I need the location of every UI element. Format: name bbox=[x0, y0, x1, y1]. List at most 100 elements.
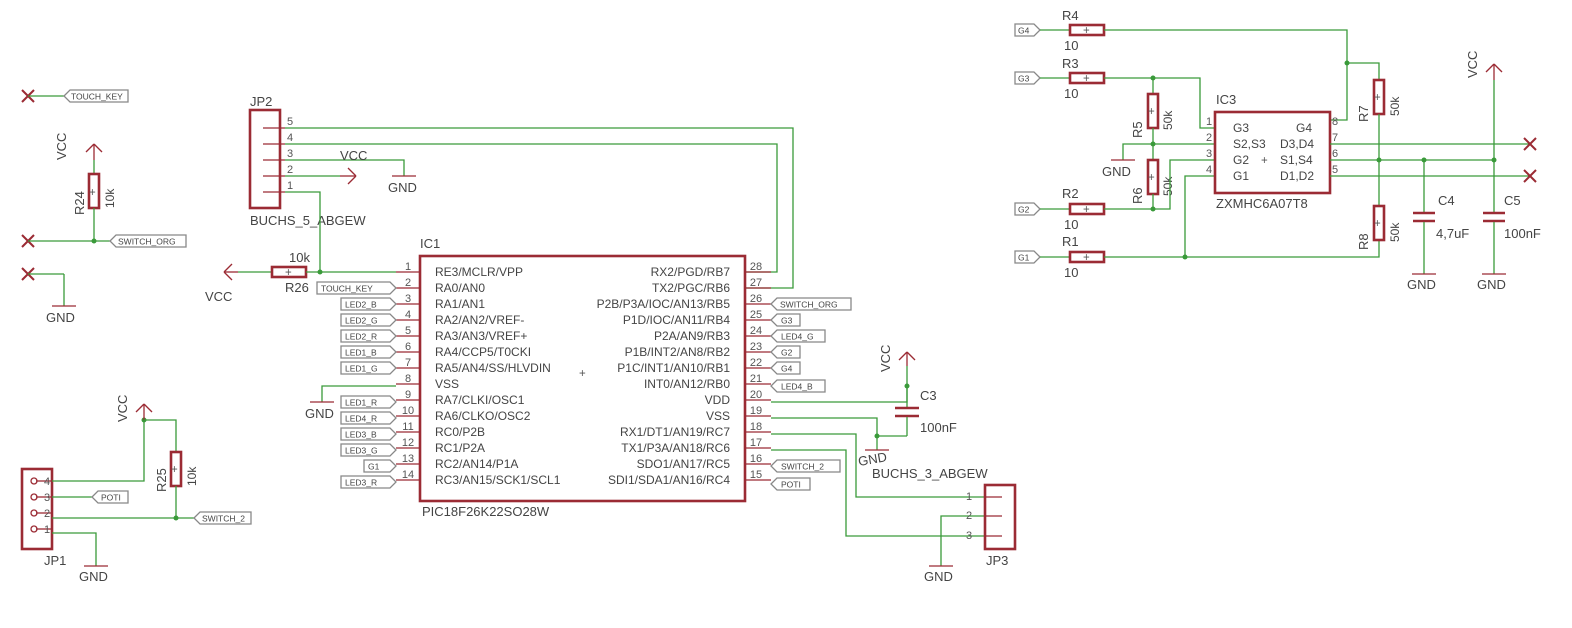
svg-text:5: 5 bbox=[1332, 164, 1338, 176]
svg-text:+: + bbox=[1374, 92, 1381, 104]
svg-text:C5: C5 bbox=[1504, 193, 1521, 208]
svg-text:POTI: POTI bbox=[781, 480, 801, 490]
ic1-pin-name: P2B/P3A/IOC/AN13/RB5 bbox=[597, 297, 731, 311]
ic1-part: PIC18F26K22SO28W bbox=[422, 504, 550, 519]
svg-text:TOUCH_KEY: TOUCH_KEY bbox=[321, 284, 373, 294]
svg-text:LED3_G: LED3_G bbox=[345, 446, 378, 456]
ic1-pin-name: RA5/AN4/SS/HLVDIN bbox=[435, 361, 551, 375]
svg-text:G2: G2 bbox=[1018, 205, 1030, 215]
svg-text:GND: GND bbox=[388, 180, 417, 195]
svg-text:G1: G1 bbox=[368, 462, 380, 472]
svg-text:SWITCH_ORG: SWITCH_ORG bbox=[780, 300, 838, 310]
jp3-name: JP3 bbox=[986, 553, 1008, 568]
svg-text:G1: G1 bbox=[1233, 169, 1249, 183]
svg-text:6: 6 bbox=[1332, 148, 1338, 160]
svg-text:5: 5 bbox=[287, 116, 293, 128]
svg-text:R6: R6 bbox=[1130, 187, 1145, 204]
svg-text:1: 1 bbox=[44, 524, 50, 536]
svg-text:G2: G2 bbox=[1233, 153, 1249, 167]
svg-text:+: + bbox=[1148, 172, 1155, 184]
svg-text:1: 1 bbox=[966, 491, 972, 503]
svg-text:2: 2 bbox=[1206, 132, 1212, 144]
svg-text:100nF: 100nF bbox=[1504, 226, 1541, 241]
r24-circuit: VCC + R24 10k SWITCH_ORG bbox=[21, 133, 187, 248]
ic1-right-labels: SWITCH_ORG G3 LED4_G G2 G4 LED4_B SWITCH… bbox=[770, 297, 852, 491]
ic1-pin-name: RX1/DT1/AN19/RC7 bbox=[620, 425, 730, 439]
jp2-connector: JP2 5 4 3 2 1 BUCHS_5_ABGEW GND VCC bbox=[248, 94, 794, 289]
ic3-name: IC3 bbox=[1216, 92, 1236, 107]
r26-name: R26 bbox=[285, 280, 309, 295]
vcc-label: VCC bbox=[54, 133, 69, 160]
svg-text:G4: G4 bbox=[781, 364, 793, 374]
svg-text:R8: R8 bbox=[1356, 233, 1371, 250]
svg-text:+: + bbox=[579, 368, 586, 380]
ic1-pin-name: TX1/P3A/AN18/RC6 bbox=[621, 441, 730, 455]
svg-text:R7: R7 bbox=[1356, 105, 1371, 122]
svg-text:LED1_R: LED1_R bbox=[345, 398, 377, 408]
label-touch-key: TOUCH_KEY bbox=[71, 92, 123, 102]
svg-text:S2,S3: S2,S3 bbox=[1233, 137, 1266, 151]
svg-text:3: 3 bbox=[44, 492, 50, 504]
svg-text:LED1_G: LED1_G bbox=[345, 364, 378, 374]
ic1-pin-number: 4 bbox=[405, 309, 411, 321]
ic1-pin-name: RC1/P2A bbox=[435, 441, 485, 455]
jp1-name: JP1 bbox=[44, 553, 66, 568]
r24-name: R24 bbox=[72, 191, 87, 215]
ic1-pin-number: 19 bbox=[750, 405, 762, 417]
svg-text:VCC: VCC bbox=[205, 289, 232, 304]
c3-value: 100nF bbox=[920, 420, 957, 435]
jp3-part: BUCHS_3_ABGEW bbox=[872, 466, 988, 481]
svg-text:G4: G4 bbox=[1018, 26, 1030, 36]
svg-text:VCC: VCC bbox=[1465, 51, 1480, 78]
svg-text:GND: GND bbox=[46, 310, 75, 325]
svg-text:2: 2 bbox=[966, 510, 972, 522]
svg-text:3: 3 bbox=[966, 530, 972, 542]
svg-text:SWITCH_2: SWITCH_2 bbox=[202, 514, 245, 524]
svg-text:2: 2 bbox=[287, 164, 293, 176]
ic1-pin-number: 18 bbox=[750, 421, 762, 433]
ic1-pin-number: 25 bbox=[750, 309, 762, 321]
ic1-body bbox=[418, 254, 747, 503]
ic1-pin-number: 5 bbox=[405, 325, 411, 337]
ic1-pin-number: 21 bbox=[750, 373, 762, 385]
ic1-pin-name: SDO1/AN17/RC5 bbox=[637, 457, 731, 471]
gnd-unused: GND bbox=[21, 267, 76, 325]
ic1-pin-name: RA3/AN3/VREF+ bbox=[435, 329, 527, 343]
svg-text:50k: 50k bbox=[1388, 222, 1402, 242]
ic1-pin-name: P1B/INT2/AN8/RB2 bbox=[625, 345, 731, 359]
svg-text:1: 1 bbox=[1206, 116, 1212, 128]
ic1-pin-number: 23 bbox=[750, 341, 762, 353]
svg-text:LED2_B: LED2_B bbox=[345, 300, 377, 310]
svg-text:+: + bbox=[1083, 25, 1090, 37]
ic1-pin-name: VDD bbox=[705, 393, 731, 407]
svg-text:+: + bbox=[1083, 204, 1090, 216]
r26-value: 10k bbox=[289, 250, 310, 265]
svg-text:7: 7 bbox=[1332, 132, 1338, 144]
ic1-pin-number: 10 bbox=[402, 405, 414, 417]
svg-text:G3: G3 bbox=[781, 316, 793, 326]
svg-text:10: 10 bbox=[1064, 86, 1078, 101]
touch-key-net: TOUCH_KEY bbox=[21, 89, 129, 103]
ic1-pin-number: 24 bbox=[750, 325, 762, 337]
ic1-pin-name: TX2/PGC/RB6 bbox=[652, 281, 730, 295]
r24-value: 10k bbox=[103, 188, 117, 208]
svg-text:+: + bbox=[1374, 218, 1381, 230]
ic1-pin-name: RC3/AN15/SCK1/SCL1 bbox=[435, 473, 561, 487]
ic1-pin-number: 15 bbox=[750, 469, 762, 481]
ic1-pin-number: 9 bbox=[405, 389, 411, 401]
svg-text:D3,D4: D3,D4 bbox=[1280, 137, 1314, 151]
svg-text:S1,S4: S1,S4 bbox=[1280, 153, 1313, 167]
ic1-pin-number: 26 bbox=[750, 293, 762, 305]
svg-text:GND: GND bbox=[1407, 277, 1436, 292]
ic1-pin-name: RA0/AN0 bbox=[435, 281, 485, 295]
ic1-pin-number: 7 bbox=[405, 357, 411, 369]
ic1-pin-name: RA2/AN2/VREF- bbox=[435, 313, 524, 327]
svg-text:VCC: VCC bbox=[340, 148, 367, 163]
svg-text:R3: R3 bbox=[1062, 56, 1079, 71]
svg-text:R2: R2 bbox=[1062, 186, 1079, 201]
svg-text:10: 10 bbox=[1064, 38, 1078, 53]
jp1-connector: 4 3 2 1 JP1 VCC + R25 10k POTI SWITCH_2 … bbox=[20, 395, 252, 584]
ic1-pin-name: INT0/AN12/RB0 bbox=[644, 377, 730, 391]
svg-text:R1: R1 bbox=[1062, 234, 1079, 249]
